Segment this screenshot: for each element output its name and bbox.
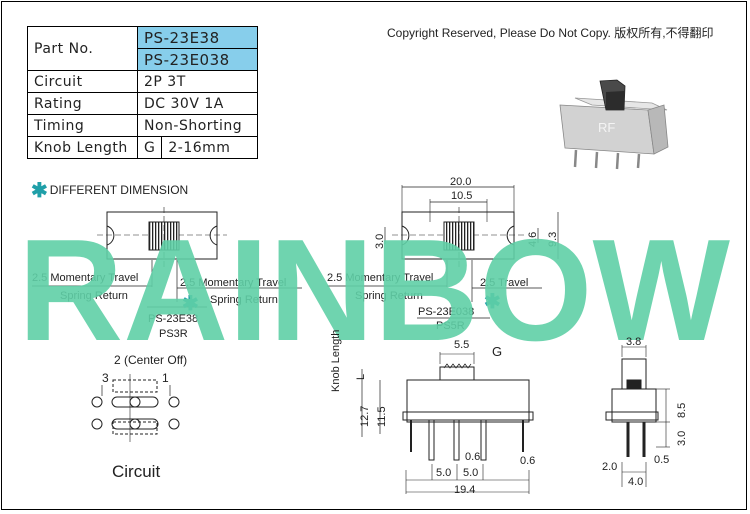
- spec-table: Part No. PS-23E38 PS-23E038 Circuit 2P 3…: [27, 26, 258, 159]
- front-view: [361, 352, 534, 494]
- side-pin-width: 0.5: [654, 454, 669, 466]
- side-height-1: 8.5: [676, 403, 688, 418]
- side-bottom-width: 4.0: [628, 476, 643, 488]
- side-top-width: 3.8: [626, 336, 641, 348]
- circuit-pos-3: 3: [102, 371, 109, 385]
- front-knob-l: L: [355, 374, 367, 380]
- dim-right-h1: 4.6: [527, 232, 539, 247]
- part-number-2: PS-23E038: [137, 48, 258, 71]
- left-top-view: [32, 207, 302, 308]
- front-height-1: 12.7: [359, 406, 371, 427]
- right-top-view: [327, 185, 559, 319]
- side-left-offset: 2.0: [602, 461, 617, 473]
- right-spring-left: Spring Return: [355, 290, 423, 302]
- side-height-2: 3.0: [676, 431, 688, 446]
- left-code: PS3R: [159, 328, 188, 340]
- right-travel-left: 2.5 Momentary Travel: [327, 272, 433, 284]
- dim-inner-10-5: 10.5: [451, 190, 472, 202]
- dim-width-20: 20.0: [450, 176, 471, 188]
- left-travel-left: 2.5 Momentary Travel: [32, 272, 138, 284]
- circuit-pos-1: 1: [162, 371, 169, 385]
- left-model: PS-23E38: [148, 313, 198, 325]
- right-code: PS5R: [436, 320, 465, 332]
- side-view: [605, 345, 670, 487]
- copyright-notice: Copyright Reserved, Please Do Not Copy. …: [387, 26, 714, 40]
- knob-length-value: 2-16mm: [161, 136, 258, 159]
- front-pin-width-1: 0.6: [465, 451, 480, 463]
- timing-value: Non-Shorting: [137, 114, 258, 137]
- drawing-canvas: RF 2.5 Momentary Travel Spring Return 2.…: [18, 79, 730, 496]
- watermark: RAINBOW: [18, 209, 730, 371]
- dim-right-h2: 9.3: [547, 232, 559, 247]
- knob-length-label: Knob Length: [27, 136, 138, 159]
- product-logo: RF: [598, 120, 615, 135]
- front-knob-width: 5.5: [454, 339, 469, 351]
- front-knob-label: Knob Length: [330, 330, 342, 392]
- front-pitch-1: 5.0: [436, 467, 451, 479]
- knob-code: G: [136, 136, 163, 159]
- right-asterisk-icon: ✱: [484, 291, 501, 313]
- left-spring-right: Spring Return: [210, 294, 278, 306]
- different-dimension-text: DIFFERENT DIMENSION: [49, 183, 189, 197]
- circuit-position-label: 2 (Center Off): [114, 353, 187, 367]
- circuit-diagram: [91, 374, 180, 442]
- front-pitch-2: 5.0: [463, 467, 478, 479]
- circuit-label: Circuit: [27, 70, 138, 93]
- front-g-label: G: [492, 344, 502, 359]
- front-total-width: 19.4: [454, 484, 475, 496]
- part-number-1: PS-23E38: [137, 26, 258, 49]
- left-spring-left: Spring Return: [60, 290, 128, 302]
- front-pin-width-2: 0.6: [520, 455, 535, 467]
- front-height-2: 11.5: [376, 406, 388, 427]
- asterisk-icon: ✱: [31, 180, 48, 202]
- different-dimension-note: ✱DIFFERENT DIMENSION: [31, 178, 188, 203]
- circuit-title: Circuit: [112, 462, 160, 481]
- left-travel-right: 2.5 Momentary Travel: [180, 277, 286, 289]
- product-image: RF: [559, 79, 669, 170]
- dim-left-h: 3.0: [374, 234, 386, 249]
- left-asterisk-icon: ✱: [182, 293, 199, 315]
- right-model: PS-23E038: [418, 306, 474, 318]
- right-travel-right: 2.5 Travel: [480, 277, 528, 289]
- part-no-label: Part No.: [27, 26, 138, 71]
